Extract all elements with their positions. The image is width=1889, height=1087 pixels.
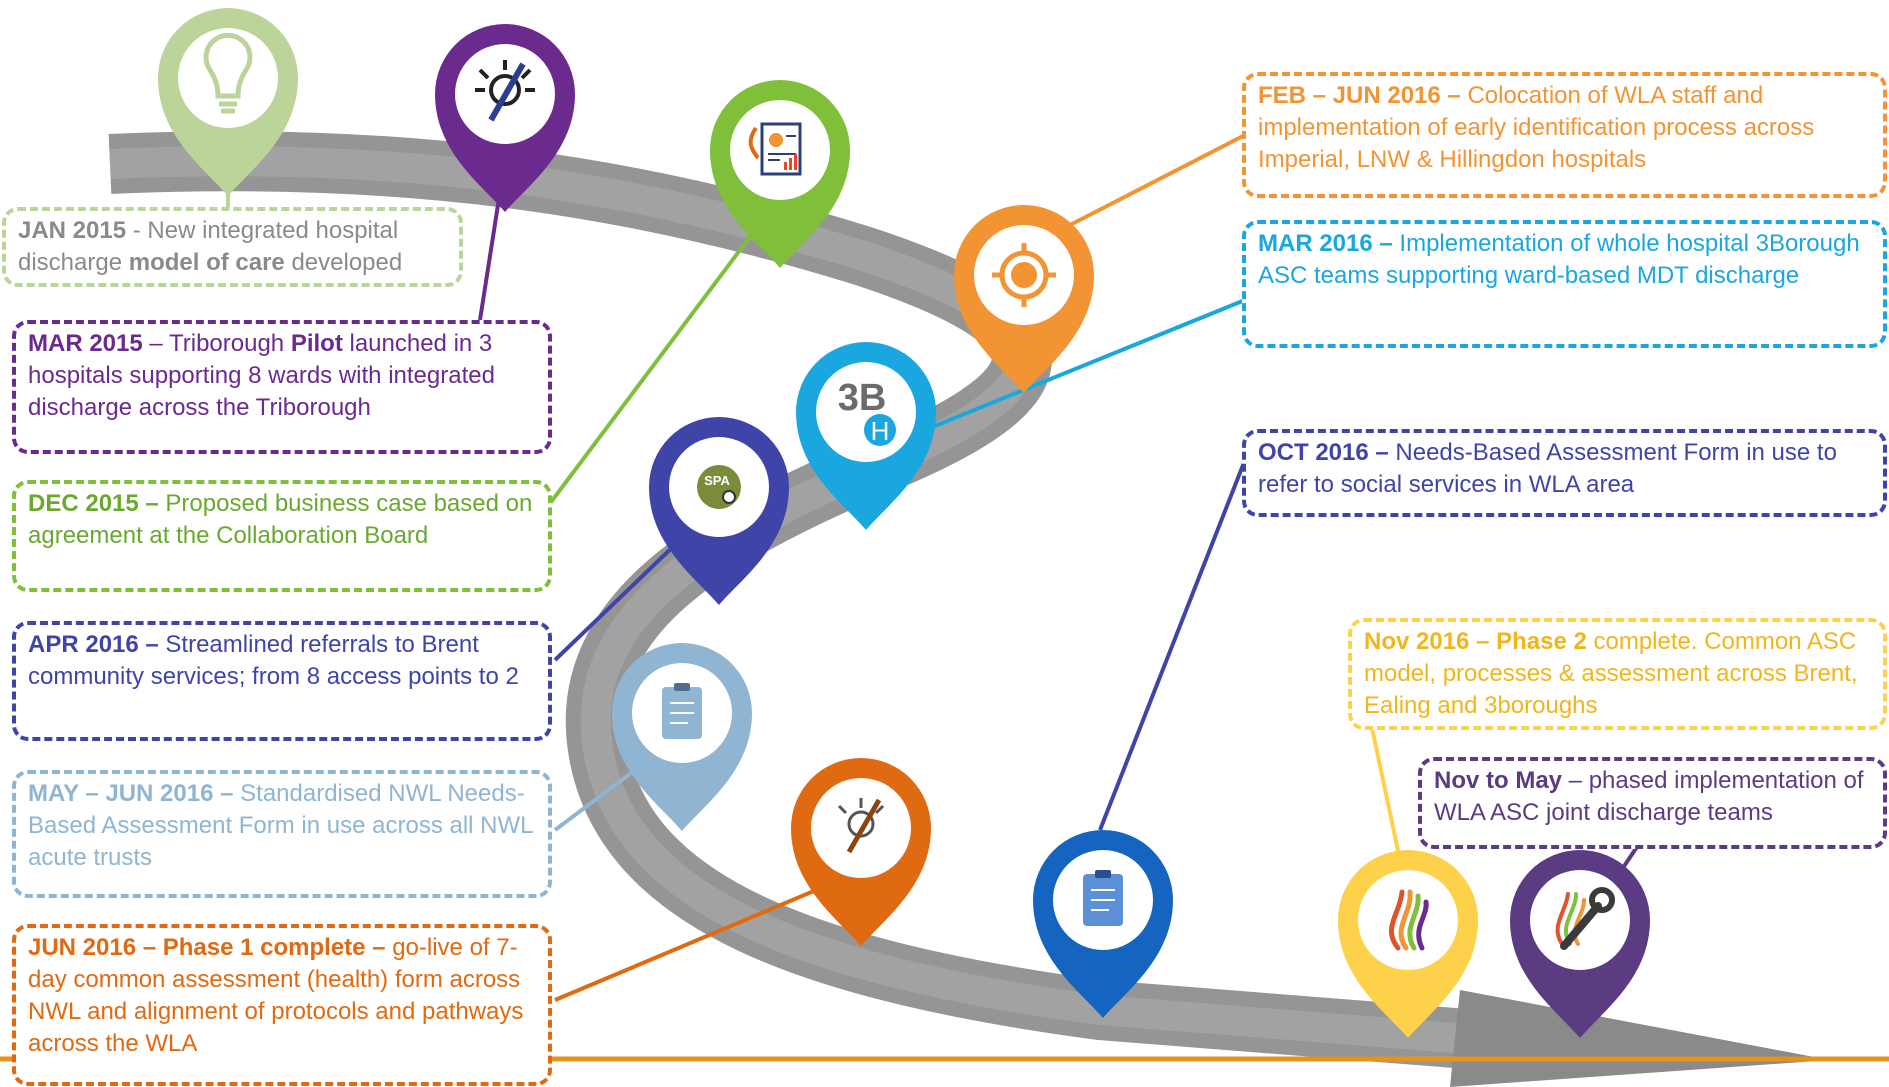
event-date: MAR 2015 bbox=[28, 330, 143, 357]
event-date: JUN 2016 – Phase 1 complete – bbox=[28, 934, 386, 961]
event-text: launched in 3 hospitals supporting 8 war… bbox=[28, 330, 495, 421]
event-text: Streamlined referrals to Brent community… bbox=[28, 631, 519, 690]
pin-may2016 bbox=[612, 643, 752, 831]
spa-icon: SPA bbox=[697, 465, 741, 509]
event-text: Standardised NWL Needs-Based Assessment … bbox=[28, 780, 533, 871]
event-date: Nov 2016 – Phase 2 bbox=[1364, 628, 1587, 655]
pin-nov2016 bbox=[1338, 850, 1478, 1038]
wrench-flame-icon bbox=[1555, 887, 1615, 950]
report-icon bbox=[748, 122, 802, 176]
event-date: FEB – JUN 2016 – bbox=[1258, 82, 1461, 109]
h-label: H bbox=[871, 416, 890, 446]
event-date: Nov to May bbox=[1434, 767, 1563, 794]
event-apr2016: APR 2016 – Streamlined referrals to Bren… bbox=[12, 621, 552, 741]
event-text: developed bbox=[284, 249, 403, 276]
pin-dec2015 bbox=[710, 80, 850, 268]
event-oct2016: OCT 2016 – Needs-Based Assessment Form i… bbox=[1242, 429, 1887, 517]
target-icon bbox=[992, 243, 1056, 307]
3b-h-icon: 3B H bbox=[838, 377, 896, 446]
event-text: Triborough bbox=[168, 330, 291, 357]
event-text: go-live of 7-day common assessment (heal… bbox=[28, 934, 524, 1057]
3b-label: 3B bbox=[838, 377, 887, 419]
pin-mar2015 bbox=[435, 24, 575, 212]
event-feb2016: FEB – JUN 2016 – Colocation of WLA staff… bbox=[1242, 72, 1887, 198]
event-text: complete. Common ASC model, processes & … bbox=[1364, 628, 1858, 719]
spa-label: SPA bbox=[704, 473, 730, 488]
clipboard-icon bbox=[1083, 870, 1123, 926]
event-text: Proposed business case based on agreemen… bbox=[28, 490, 533, 549]
event-date: MAR 2016 – bbox=[1258, 230, 1393, 257]
separator: – bbox=[142, 330, 169, 357]
event-jun2016: JUN 2016 – Phase 1 complete – go-live of… bbox=[12, 924, 552, 1086]
pin-oct2016 bbox=[1033, 830, 1173, 1018]
road-arrowhead bbox=[1450, 990, 1830, 1087]
event-date: MAY – JUN 2016 – bbox=[28, 780, 234, 807]
pin-feb2016 bbox=[954, 205, 1094, 393]
event-text: – phased implementation of WLA ASC joint… bbox=[1434, 767, 1864, 826]
pen-lightbulb-icon bbox=[475, 60, 535, 122]
pin-jun2016 bbox=[791, 758, 931, 946]
event-nov2016: Nov 2016 – Phase 2 complete. Common ASC … bbox=[1348, 618, 1887, 730]
event-date: APR 2016 – bbox=[28, 631, 159, 658]
event-date: JAN 2015 bbox=[18, 217, 127, 244]
pin-apr2016: SPA bbox=[649, 417, 789, 605]
pin-mar2016: 3B H bbox=[796, 342, 936, 530]
event-mar2015: MAR 2015 – Triborough Pilot launched in … bbox=[12, 320, 552, 454]
event-bold-text: Pilot bbox=[290, 330, 343, 357]
event-may2016: MAY – JUN 2016 – Standardised NWL Needs-… bbox=[12, 770, 552, 898]
event-bold-text: model of care bbox=[128, 249, 285, 276]
separator: - bbox=[126, 217, 148, 244]
event-novmay: Nov to May – phased implementation of WL… bbox=[1418, 757, 1887, 849]
event-date: OCT 2016 – bbox=[1258, 439, 1389, 466]
pen-lightbulb-icon bbox=[837, 798, 885, 854]
clipboard-icon bbox=[662, 683, 702, 739]
event-text: Implementation of whole hospital 3Boroug… bbox=[1258, 230, 1860, 289]
pin-jan2015 bbox=[158, 8, 298, 196]
event-mar2016: MAR 2016 – Implementation of whole hospi… bbox=[1242, 220, 1887, 348]
flame-icon bbox=[1388, 889, 1429, 951]
event-dec2015: DEC 2015 – Proposed business case based … bbox=[12, 480, 552, 592]
event-date: DEC 2015 – bbox=[28, 490, 159, 517]
event-text: Needs-Based Assessment Form in use to re… bbox=[1258, 439, 1837, 498]
event-text: New integrated hospital discharge bbox=[18, 217, 399, 276]
event-text: Colocation of WLA staff and implementati… bbox=[1258, 82, 1815, 173]
lightbulb-icon bbox=[203, 32, 253, 114]
pin-novmay bbox=[1510, 850, 1650, 1038]
event-jan2015: JAN 2015 - New integrated hospital disch… bbox=[2, 207, 463, 287]
